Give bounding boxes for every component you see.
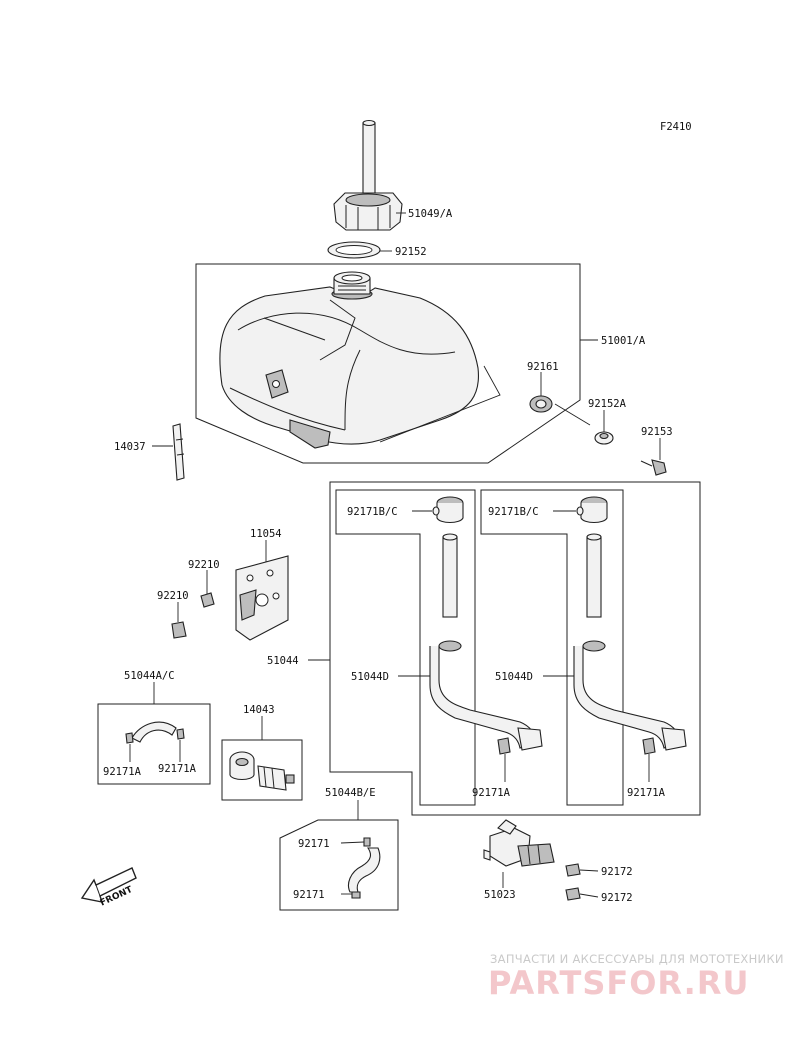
leader-lines bbox=[129, 212, 661, 898]
label-92171bc-right: 92171B/C bbox=[488, 506, 539, 518]
label-92171-a: 92171 bbox=[298, 838, 330, 850]
hose-subbox-left bbox=[335, 489, 476, 806]
small-clip-left bbox=[497, 737, 511, 755]
hose-box-51044ac bbox=[97, 703, 211, 785]
label-92152: 92152 bbox=[395, 246, 427, 258]
label-14043: 14043 bbox=[243, 704, 275, 716]
label-92171bc-left: 92171B/C bbox=[347, 506, 398, 518]
clamp-92210-lower bbox=[171, 621, 187, 639]
label-92171a-left: 92171A bbox=[472, 787, 511, 799]
label-14037: 14037 bbox=[114, 441, 146, 453]
clamp-92210-upper bbox=[200, 592, 215, 608]
filter-box-14043 bbox=[221, 739, 303, 801]
hose-clamp-left bbox=[432, 496, 464, 524]
hose-straight-left bbox=[442, 533, 458, 618]
hose-51044ac bbox=[125, 721, 185, 744]
front-arrow-icon bbox=[80, 867, 137, 903]
label-92172-upper: 92172 bbox=[601, 866, 633, 878]
vent-tube-14037 bbox=[172, 423, 185, 481]
label-92171a-b: 92171A bbox=[158, 763, 197, 775]
label-92171-b: 92171 bbox=[293, 889, 325, 901]
hose-subbox-right bbox=[480, 489, 624, 806]
tank-frame bbox=[195, 263, 581, 464]
label-51049a: 51049/A bbox=[408, 208, 453, 220]
hose-straight-right bbox=[586, 533, 602, 618]
fuel-cock-51023 bbox=[483, 819, 555, 867]
fuel-tank bbox=[219, 271, 591, 449]
label-92210-upper: 92210 bbox=[188, 559, 220, 571]
label-51044d-right: 51044D bbox=[495, 671, 533, 683]
grommet-92161 bbox=[529, 395, 553, 413]
label-92153: 92153 bbox=[641, 426, 673, 438]
fuel-filter-14043 bbox=[229, 751, 295, 791]
gasket-92152 bbox=[327, 241, 381, 259]
label-51044be: 51044B/E bbox=[325, 787, 376, 799]
bolt-92153 bbox=[640, 459, 667, 476]
label-92210-lower: 92210 bbox=[157, 590, 189, 602]
hose-bent-right bbox=[573, 640, 687, 751]
collar-92152a bbox=[594, 431, 614, 445]
filler-cap-assembly bbox=[333, 119, 403, 231]
label-51044ac: 51044A/C bbox=[124, 670, 175, 682]
label-92172-lower: 92172 bbox=[601, 892, 633, 904]
label-51044d-left: 51044D bbox=[351, 671, 389, 683]
screw-92172-lower bbox=[565, 887, 581, 901]
label-92171a-right: 92171A bbox=[627, 787, 666, 799]
watermark-tagline: ЗАПЧАСТИ И АКСЕССУАРЫ ДЛЯ МОТОТЕХНИКИ bbox=[490, 952, 784, 966]
hose-51044be bbox=[347, 837, 381, 899]
watermark-logo: PARTSFOR.RU bbox=[488, 964, 749, 1002]
label-51001a: 51001/A bbox=[601, 335, 646, 347]
hose-box-51044be bbox=[279, 819, 399, 911]
hose-set-box-51044 bbox=[329, 481, 701, 816]
label-92152a: 92152A bbox=[588, 398, 627, 410]
screw-92172-upper bbox=[565, 863, 581, 877]
hose-bent-left bbox=[429, 640, 543, 751]
diagram-code: F2410 bbox=[660, 121, 692, 133]
label-11054: 11054 bbox=[250, 528, 282, 540]
hose-clamp-right bbox=[576, 496, 608, 524]
label-51023: 51023 bbox=[484, 889, 516, 901]
label-92161: 92161 bbox=[527, 361, 559, 373]
label-92171a-a: 92171A bbox=[103, 766, 142, 778]
plate-11054 bbox=[235, 555, 289, 641]
small-clip-right bbox=[642, 737, 656, 755]
label-51044: 51044 bbox=[267, 655, 299, 667]
